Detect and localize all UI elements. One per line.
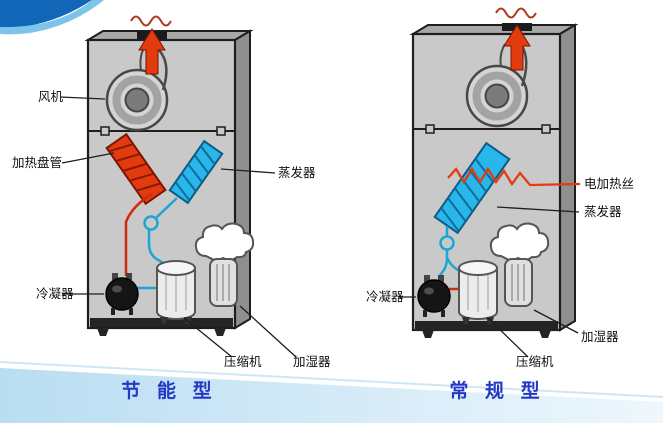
right-unit-title: 常 规 型 — [449, 379, 544, 402]
humidifier-label: 加湿器 — [293, 354, 331, 369]
left-unit-labels: 风机 加热盘管 蒸发器 冷凝器 压缩机 加湿器 — [12, 89, 331, 369]
right-unit: 电加热丝 蒸发器 冷凝器 压缩机 加湿器 常 规 型 — [366, 7, 634, 402]
right-unit-labels: 电加热丝 蒸发器 冷凝器 压缩机 加湿器 — [366, 176, 634, 369]
bottom-band-edge — [0, 361, 663, 398]
electric-heater-wire — [447, 166, 581, 187]
refrigerant-pipes — [124, 192, 178, 290]
humidifier-label: 加湿器 — [581, 329, 619, 344]
airflow-outlet — [495, 7, 537, 71]
corner-wave-dark — [0, 0, 92, 28]
airflow-arrow — [503, 24, 531, 71]
fan-label: 风机 — [38, 89, 64, 104]
condenser-label: 冷凝器 — [36, 286, 74, 301]
compressor-label: 压缩机 — [224, 354, 262, 369]
fan-icon — [107, 70, 167, 130]
compressor — [156, 260, 196, 325]
compressor — [458, 260, 498, 325]
evaporator-label: 蒸发器 — [584, 204, 622, 219]
air-wave — [495, 7, 537, 19]
left-unit-title: 节 能 型 — [121, 379, 216, 402]
evaporator-coil — [168, 139, 224, 205]
fan-icon — [467, 66, 527, 126]
heating-coil-label: 加热盘管 — [12, 155, 62, 170]
compressor-label: 压缩机 — [516, 354, 554, 369]
corner-wave-light — [0, 0, 104, 35]
left-unit: 风机 加热盘管 蒸发器 冷凝器 压缩机 加湿器 节 能 型 — [12, 15, 331, 402]
electric-heater-label: 电加热丝 — [584, 176, 634, 191]
air-wave — [130, 15, 172, 27]
heating-coil — [105, 132, 167, 206]
evaporator-label: 蒸发器 — [278, 165, 316, 180]
condenser-label: 冷凝器 — [366, 289, 404, 304]
airflow-outlet — [130, 15, 172, 75]
bottom-band — [0, 368, 663, 423]
airflow-arrow — [138, 28, 166, 75]
